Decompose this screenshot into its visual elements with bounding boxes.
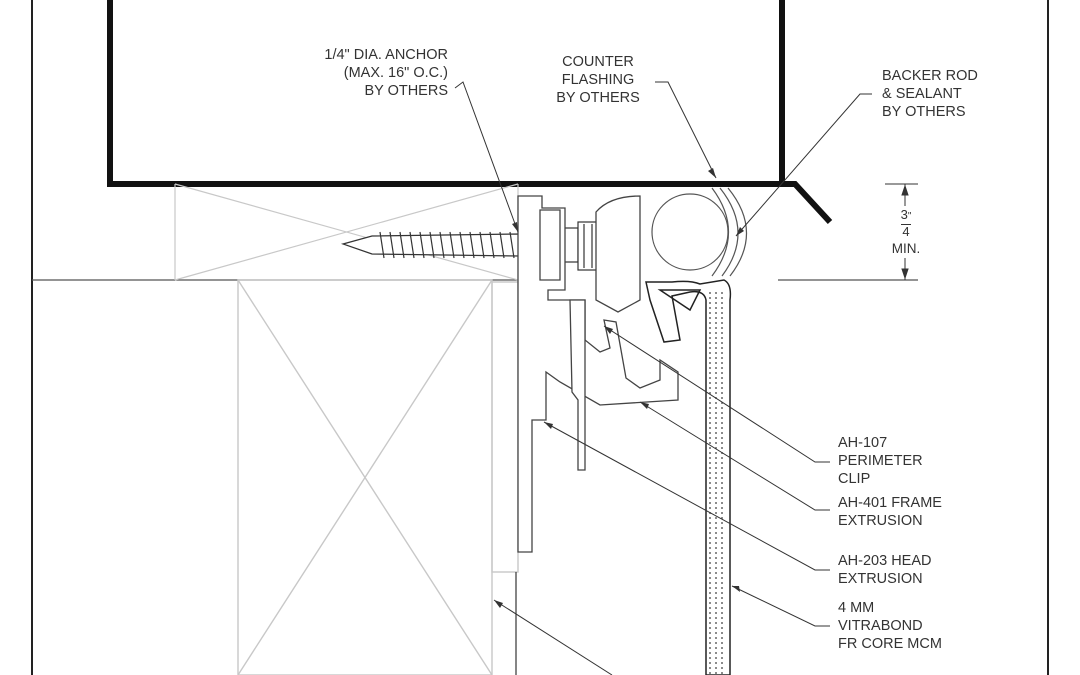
backer-rod — [651, 193, 729, 271]
fraction-bar — [901, 224, 911, 225]
counter-flashing-leader — [655, 81, 717, 179]
dimension-numerator: 3" — [900, 207, 912, 223]
anchor-label: 1/4" DIA. ANCHOR (MAX. 16" O.C.) BY OTHE… — [324, 47, 448, 99]
dimension-3-4-min — [885, 183, 918, 280]
mcm-leader — [731, 585, 830, 627]
dimension-denominator: 4 — [902, 224, 910, 239]
head-extrusion-leader — [543, 421, 830, 571]
backer-rod-label: BACKER ROD & SEALANT BY OTHERS — [882, 68, 978, 120]
anchor-leader — [454, 81, 519, 233]
mcm-panel — [645, 279, 732, 675]
extrusion-profiles — [517, 195, 679, 553]
header-block-outline — [107, 0, 833, 225]
perimeter-clip-leader — [603, 325, 830, 463]
dimension-note: MIN. — [891, 241, 921, 256]
frame-extrusion-leader — [639, 401, 830, 511]
leader-arrowheads — [494, 168, 744, 608]
dimension-fraction: 3" 4 — [895, 208, 917, 239]
frame-extrusion-label: AH-401 FRAME EXTRUSION — [838, 495, 942, 529]
window-frame — [237, 279, 519, 675]
blocking-outline — [174, 183, 519, 281]
backer-rod-leader — [735, 93, 872, 237]
counter-flashing-label: COUNTER FLASHING BY OTHERS — [556, 54, 640, 106]
window-leader — [493, 599, 613, 675]
head-extrusion-label: AH-203 HEAD EXTRUSION — [838, 553, 932, 587]
mcm-panel-label: 4 MM VITRABOND FR CORE MCM — [838, 600, 942, 652]
perimeter-clip-label: AH-107 PERIMETER CLIP — [838, 435, 923, 487]
leader-lines — [454, 81, 872, 675]
